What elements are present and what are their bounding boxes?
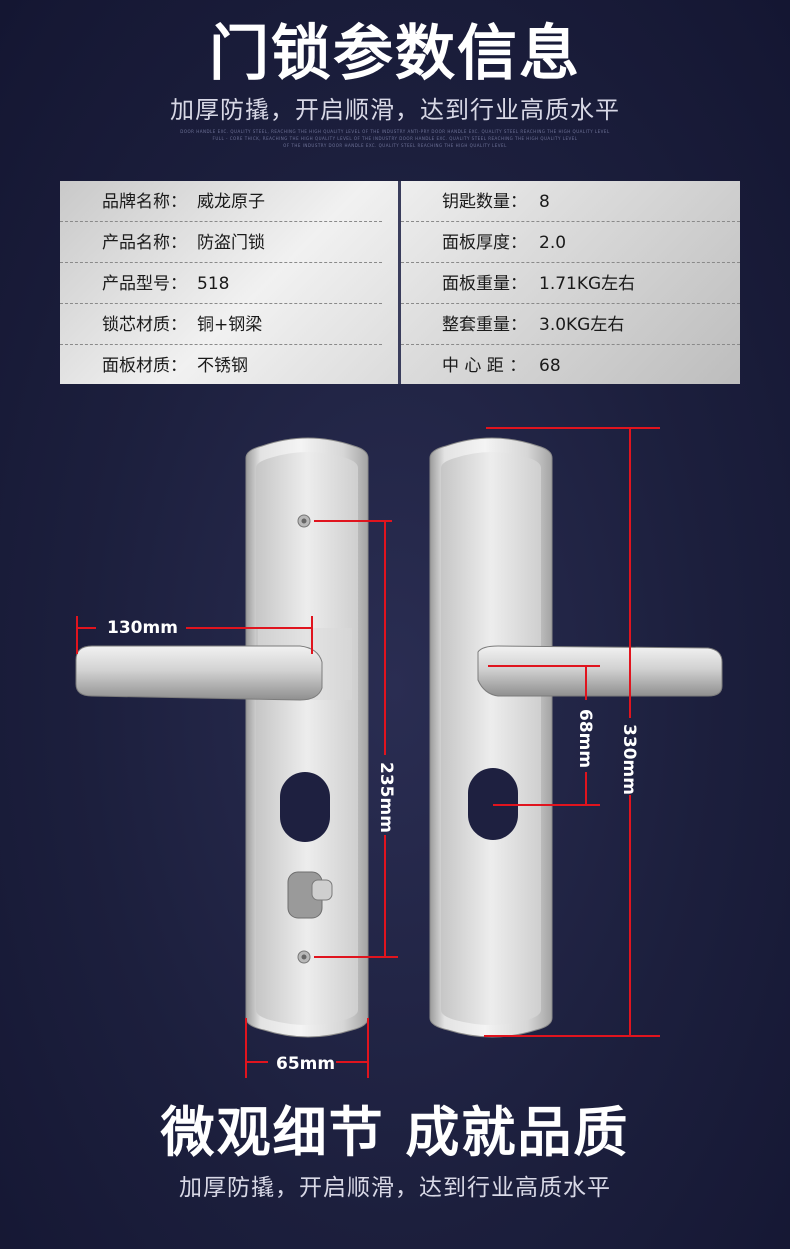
row-divider xyxy=(401,221,740,222)
left-lock-panel xyxy=(75,437,369,1038)
spec-key: 面板材质： xyxy=(102,356,187,376)
page-title: 门锁参数信息 xyxy=(209,19,581,89)
dimension-label-hole-spacing: 235mm xyxy=(376,762,396,833)
spec-key: 面板厚度： xyxy=(442,233,527,253)
row-divider xyxy=(60,221,382,222)
spec-value: 威龙原子 xyxy=(197,192,265,212)
section-title: 微观细节 成就品质 xyxy=(160,1101,630,1164)
row-divider xyxy=(401,303,740,304)
fine-print-line: OF THE INDUSTRY DOOR HANDLE EXC. QUALITY… xyxy=(283,143,507,148)
row-divider xyxy=(60,303,382,304)
spec-value: 不锈钢 xyxy=(197,356,248,376)
door-lock-illustration xyxy=(75,427,723,1078)
spec-key: 中 心 距 ： xyxy=(442,356,527,376)
spec-value: 8 xyxy=(539,192,550,212)
column-divider xyxy=(398,181,401,384)
dimension-lines xyxy=(76,427,660,1078)
section-subtitle: 加厚防撬，开启顺滑，达到行业高质水平 xyxy=(179,1175,611,1201)
page-subtitle: 加厚防撬，开启顺滑，达到行业高质水平 xyxy=(170,96,620,124)
spec-value: 铜+钢梁 xyxy=(197,315,263,335)
dimension-label-handle-length: 130mm xyxy=(107,618,178,638)
right-handle xyxy=(477,645,723,697)
spec-value: 防盗门锁 xyxy=(197,233,265,253)
spec-value: 68 xyxy=(539,356,561,376)
right-lock-panel xyxy=(429,437,723,1038)
spec-key: 锁芯材质： xyxy=(102,315,187,335)
spec-key: 面板重量： xyxy=(442,274,527,294)
spec-key: 产品型号： xyxy=(102,274,187,294)
fine-print-line: DOOR HANDLE EXC. QUALITY STEEL, REACHING… xyxy=(180,129,610,134)
keyhole-icon xyxy=(280,772,330,842)
dimension-label-panel-width: 65mm xyxy=(276,1054,336,1074)
left-handle xyxy=(75,645,323,701)
fine-print-line: FULL - CORE THICK, REACHING THE HIGH QUA… xyxy=(212,136,578,141)
dimension-label-panel-height: 330mm xyxy=(619,724,639,795)
spec-key: 品牌名称： xyxy=(102,192,187,212)
spec-value: 2.0 xyxy=(539,233,567,253)
dimension-label-center-distance: 68mm xyxy=(575,709,595,769)
row-divider xyxy=(60,344,382,345)
spec-column-right: 钥匙数量： 8 面板厚度： 2.0 面板重量： 1.71KG左右 整套重量： 3… xyxy=(401,181,740,384)
spec-value: 1.71KG左右 xyxy=(539,274,636,294)
spec-column-left: 品牌名称： 威龙原子 产品名称： 防盗门锁 产品型号： 518 锁芯材质： 铜+… xyxy=(60,181,398,384)
spec-key: 整套重量： xyxy=(442,315,527,335)
row-divider xyxy=(60,262,382,263)
spec-value: 3.0KG左右 xyxy=(539,315,625,335)
spec-key: 产品名称： xyxy=(102,233,187,253)
spec-table: 品牌名称： 威龙原子 产品名称： 防盗门锁 产品型号： 518 锁芯材质： 铜+… xyxy=(60,181,740,384)
row-divider xyxy=(401,262,740,263)
spec-key: 钥匙数量： xyxy=(442,192,527,212)
spec-value: 518 xyxy=(197,274,230,294)
row-divider xyxy=(401,344,740,345)
